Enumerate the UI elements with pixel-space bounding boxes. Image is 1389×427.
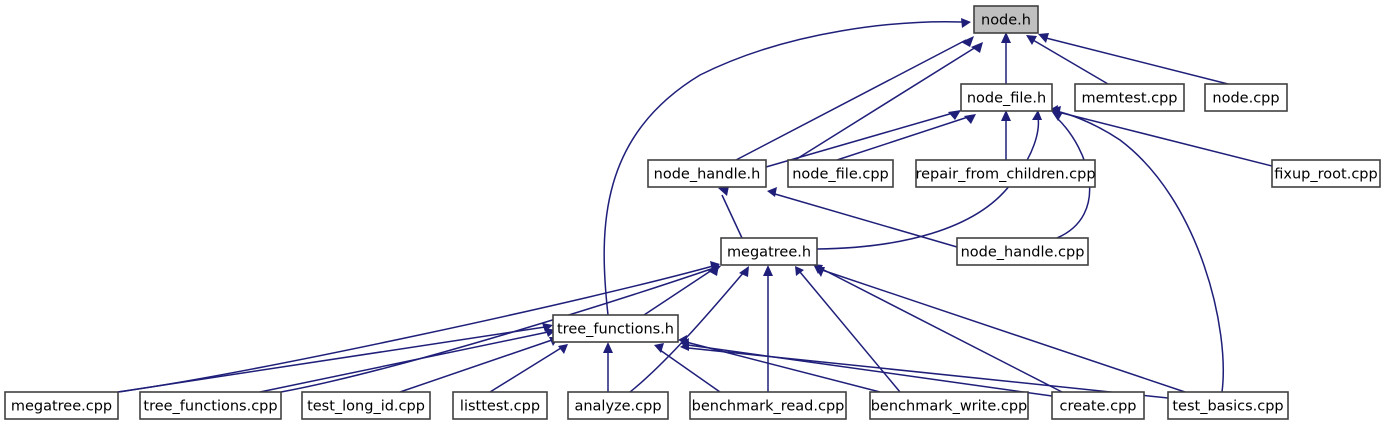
edge-tree_functions_h-to-node_h [603,21,963,316]
edge-arrowhead-tree_functions_cpp-to-megatree_h [711,264,721,274]
edge-test_basics_cpp-to-tree_functions_h [687,347,1169,399]
node-box-benchmark_write_cpp[interactable] [869,391,1029,420]
edge-arrowhead-node_cpp-to-node_h [1038,33,1049,43]
edge-arrowhead-node_handle_cpp-to-node_file_h [1052,112,1063,121]
graph-node-node_file_cpp[interactable]: node_file.cpp [787,159,894,188]
nodes-layer: node.h node_file.h memtest.cpp node.cpp node… [4,5,1381,420]
graph-node-repair_from_children[interactable]: repair_from_children.cpp [915,159,1096,188]
edge-arrowhead-tree_functions_h-to-node_h [961,18,971,28]
node-box-repair_from_children[interactable] [915,159,1096,188]
edge-node_cpp-to-node_h [1045,37,1229,85]
node-box-tree_functions_cpp[interactable] [139,391,282,420]
graph-node-benchmark_write_cpp[interactable]: benchmark_write.cpp [869,391,1029,420]
edge-arrowhead-megatree_h-to-node_file_h [1032,110,1042,120]
edge-arrowhead-node_handle_h-to-node_file_h [948,110,961,120]
graph-node-node_handle_cpp[interactable]: node_handle.cpp [956,237,1089,266]
edge-tree_functions_h-to-megatree_h [643,269,713,316]
graph-node-node_file_h[interactable]: node_file.h [960,83,1053,112]
edge-benchmark_write_cpp-to-tree_functions_h [685,341,881,393]
node-box-node_handle_h[interactable] [647,159,767,188]
graph-node-tree_functions_cpp[interactable]: tree_functions.cpp [139,391,282,420]
edge-benchmark_read_cpp-to-tree_functions_h [659,349,721,393]
edge-arrowhead-repair_from_children-to-node_file_h [1001,110,1011,121]
edge-memtest_cpp-to-node_h [1032,39,1109,85]
edge-tree_functions_cpp-to-tree_functions_h [259,331,549,393]
edge-arrowhead-node_file_cpp-to-node_file_h [964,114,976,124]
graph-node-benchmark_read_cpp[interactable]: benchmark_read.cpp [689,391,847,420]
edge-arrowhead-node_file_cpp-to-node_h [971,42,983,53]
edge-arrowhead-megatree_h-to-node_handle_h [718,186,729,196]
graph-node-fixup_root_cpp[interactable]: fixup_root.cpp [1271,159,1381,188]
node-box-fixup_root_cpp[interactable] [1271,159,1381,188]
edges-layer [117,18,1273,399]
edge-node_file_cpp-to-node_file_h [836,116,969,161]
graph-node-create_cpp[interactable]: create.cpp [1051,391,1145,420]
node-box-node_handle_cpp[interactable] [956,237,1089,266]
node-box-megatree_cpp[interactable] [4,391,119,420]
edge-test_basics_cpp-to-node_file_h [1055,110,1224,393]
edge-benchmark_write_cpp-to-megatree_h [799,271,901,393]
edge-megatree_cpp-to-megatree_h [117,265,714,393]
edge-listtest_cpp-to-tree_functions_h [489,347,562,393]
graph-node-node_cpp[interactable]: node.cpp [1204,83,1288,112]
edge-arrowhead-analyze_cpp-to-tree_functions_h [603,342,613,353]
node-box-megatree_h[interactable] [720,237,818,266]
node-box-node_h[interactable] [973,5,1039,34]
graph-node-node_h[interactable]: node.h [973,5,1039,34]
node-box-node_file_h[interactable] [960,83,1053,112]
node-box-listtest_cpp[interactable] [452,391,548,420]
edge-arrowhead-node_handle_h-to-node_h [961,36,974,47]
node-box-test_basics_cpp[interactable] [1167,391,1289,420]
edge-arrowhead-node_file_h-to-node_h [1001,32,1011,43]
edge-node_handle_h-to-node_file_h [765,112,954,168]
edge-megatree_h-to-node_file_h [816,116,1040,250]
graph-node-tree_functions_h[interactable]: tree_functions.h [552,314,679,343]
edge-arrowhead-node_handle_cpp-to-node_handle_h [767,187,777,197]
edge-arrowhead-analyze_cpp-to-megatree_h [739,266,749,277]
node-box-test_long_id_cpp[interactable] [301,391,431,420]
edge-arrowhead-benchmark_read_cpp-to-tree_functions_h [654,343,664,353]
edge-arrowhead-test_basics_cpp-to-node_file_h [1049,105,1058,115]
graph-node-test_basics_cpp[interactable]: test_basics.cpp [1167,391,1289,420]
edge-arrowhead-megatree_cpp-to-tree_functions_h [542,323,553,332]
edge-arrowhead-test_basics_cpp-to-tree_functions_h [680,341,689,351]
edge-arrowhead-memtest_cpp-to-node_h [1026,35,1037,45]
graph-node-test_long_id_cpp[interactable]: test_long_id.cpp [301,391,431,420]
node-box-benchmark_read_cpp[interactable] [689,391,847,420]
node-box-analyze_cpp[interactable] [567,391,669,420]
edge-fixup_root_cpp-to-node_file_h [1057,111,1273,167]
edge-node_file_cpp-to-node_h [794,46,977,161]
graph-node-megatree_cpp[interactable]: megatree.cpp [4,391,119,420]
edge-megatree_h-to-node_handle_h [721,194,743,239]
edge-test_basics_cpp-to-megatree_h [821,269,1186,393]
edge-tree_functions_cpp-to-megatree_h [280,267,715,393]
edge-arrowhead-benchmark_read_cpp-to-megatree_h [763,265,773,276]
edge-node_handle_cpp-to-node_handle_h [774,193,958,248]
graph-node-node_handle_h[interactable]: node_handle.h [647,159,767,188]
node-box-memtest_cpp[interactable] [1074,83,1185,112]
edge-analyze_cpp-to-megatree_h [629,271,745,393]
node-box-node_file_cpp[interactable] [787,159,894,188]
node-box-create_cpp[interactable] [1051,391,1145,420]
graph-node-memtest_cpp[interactable]: memtest.cpp [1074,83,1185,112]
edge-test_long_id_cpp-to-tree_functions_h [399,339,553,393]
node-box-tree_functions_h[interactable] [552,314,679,343]
edge-create_cpp-to-megatree_h [819,267,1063,393]
graph-node-listtest_cpp[interactable]: listtest.cpp [452,391,548,420]
graph-node-analyze_cpp[interactable]: analyze.cpp [567,391,669,420]
edge-create_cpp-to-tree_functions_h [687,344,1053,397]
edge-arrowhead-test_basics_cpp-to-megatree_h [815,267,825,277]
graph-node-megatree_h[interactable]: megatree.h [720,237,818,266]
edge-arrowhead-listtest_cpp-to-tree_functions_h [558,344,568,354]
edge-node_handle_h-to-node_h [735,39,967,161]
node-box-node_cpp[interactable] [1204,83,1288,112]
edge-arrowhead-benchmark_write_cpp-to-megatree_h [795,266,804,276]
